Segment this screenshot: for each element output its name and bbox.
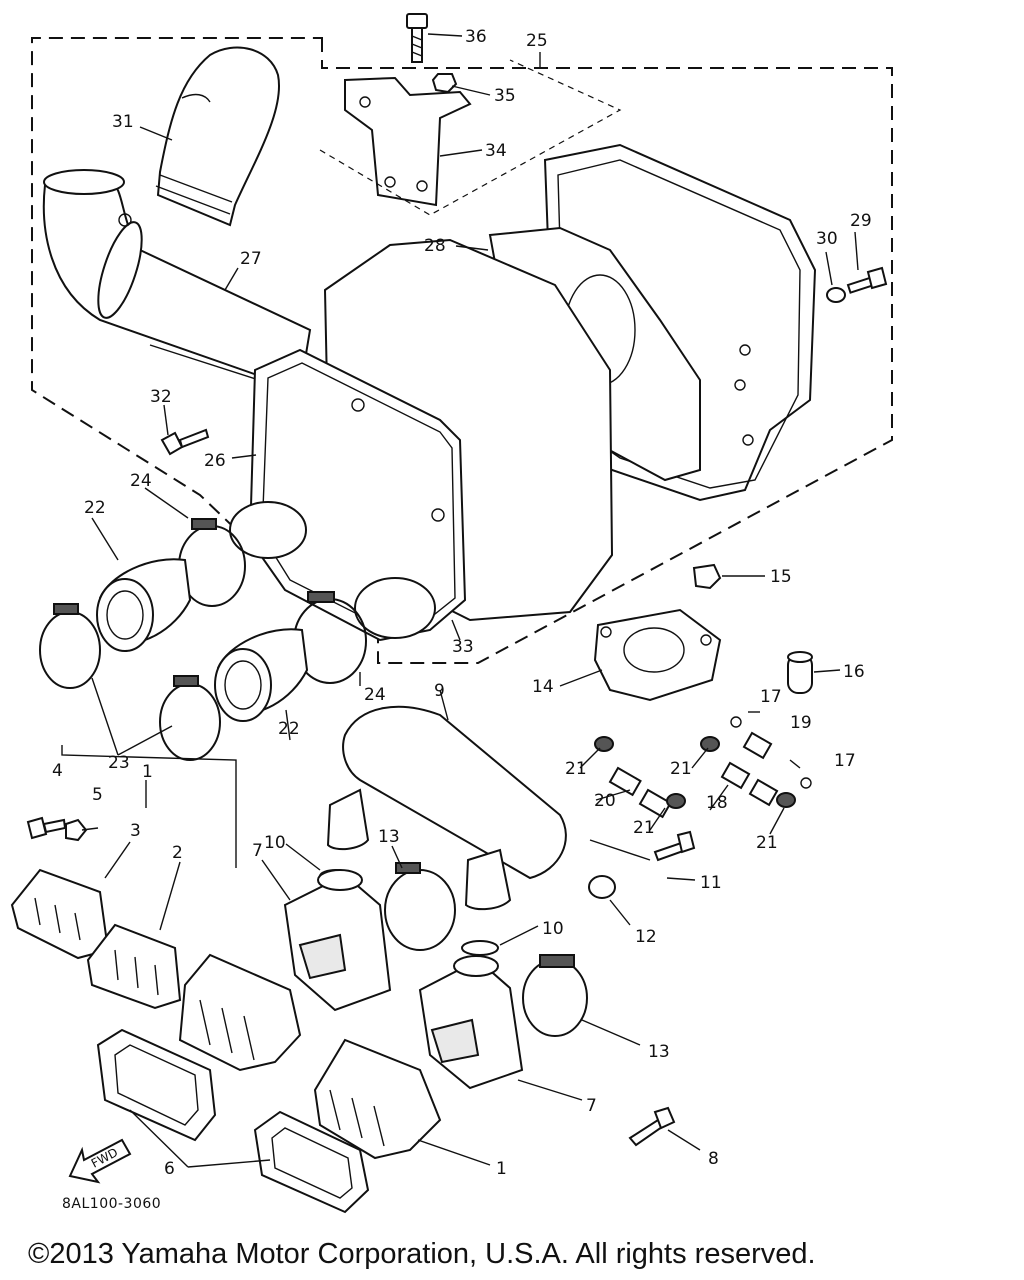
part-4-bolt xyxy=(26,816,67,840)
part-16-sleeve xyxy=(787,651,813,694)
part-32-bolt xyxy=(160,428,210,456)
callout-15: 15 xyxy=(770,567,792,587)
callout-5: 5 xyxy=(92,785,103,805)
callout-34: 34 xyxy=(485,141,507,161)
part-31-intake-duct xyxy=(155,46,281,227)
callout-16: 16 xyxy=(843,662,865,682)
callout-17b: 17 xyxy=(834,751,856,771)
part-23-clamp-lower xyxy=(159,675,221,761)
callout-9: 9 xyxy=(434,681,445,701)
part-6-gasket-lower xyxy=(253,1110,370,1214)
callout-32: 32 xyxy=(150,387,172,407)
callout-21c: 21 xyxy=(633,818,655,838)
part-29-bolt xyxy=(846,266,888,294)
part-12-grommet xyxy=(588,875,616,899)
callout-labels: 36 25 35 31 34 27 28 29 30 32 26 24 22 1… xyxy=(52,27,872,1179)
callout-17a: 17 xyxy=(760,687,782,707)
part-1-reed-valve-upper xyxy=(178,953,302,1072)
part-7-joint-lower xyxy=(418,955,524,1090)
callout-29: 29 xyxy=(850,211,872,231)
callout-28: 28 xyxy=(424,236,446,256)
leader-lines xyxy=(61,33,859,1168)
part-20-hose xyxy=(608,766,672,819)
copyright-notice: ©2013 Yamaha Motor Corporation, U.S.A. A… xyxy=(28,1238,816,1270)
callout-1b: 1 xyxy=(496,1159,507,1179)
callout-10b: 10 xyxy=(542,919,564,939)
callout-11: 11 xyxy=(700,873,722,893)
part-10-clip-lower xyxy=(461,940,499,956)
callout-31: 31 xyxy=(112,112,134,132)
part-18-hose xyxy=(720,761,779,807)
callout-24b: 24 xyxy=(364,685,386,705)
callout-19: 19 xyxy=(790,713,812,733)
part-22-boot-lower xyxy=(214,628,309,722)
drawing-code: 8AL100-3060 xyxy=(62,1196,162,1212)
callout-22b: 22 xyxy=(278,719,300,739)
part-13-clamp-lower xyxy=(522,954,588,1037)
callout-7a: 7 xyxy=(252,841,263,861)
callout-4: 4 xyxy=(52,761,63,781)
callout-6: 6 xyxy=(164,1159,175,1179)
callout-2: 2 xyxy=(172,843,183,863)
part-6-gasket-upper xyxy=(96,1028,217,1142)
part-21-clips xyxy=(594,736,796,809)
part-34-bracket xyxy=(344,76,472,207)
fwd-arrow-icon: FWD xyxy=(68,1138,132,1184)
part-22-boot-upper xyxy=(96,558,192,652)
part-35-nut xyxy=(431,73,458,94)
callout-8: 8 xyxy=(708,1149,719,1169)
callout-13a: 13 xyxy=(378,827,400,847)
exploded-parts-diagram: FWD xyxy=(10,13,893,1214)
part-27-intake-tube xyxy=(42,169,312,392)
part-13-clamp-upper xyxy=(384,862,456,951)
callout-33: 33 xyxy=(452,637,474,657)
callout-7b: 7 xyxy=(586,1096,597,1116)
part-14-oil-pump-plate xyxy=(593,608,722,702)
callout-13b: 13 xyxy=(648,1042,670,1062)
callout-24a: 24 xyxy=(130,471,152,491)
callout-22a: 22 xyxy=(84,498,106,518)
callout-10a: 10 xyxy=(264,833,286,853)
part-30-washer xyxy=(826,287,846,303)
part-3-reed xyxy=(10,868,110,960)
callout-21d: 21 xyxy=(756,833,778,853)
callout-27: 27 xyxy=(240,249,262,269)
callout-23: 23 xyxy=(108,753,130,773)
callout-3: 3 xyxy=(130,821,141,841)
part-8-bolt xyxy=(628,1106,676,1147)
callout-25: 25 xyxy=(526,31,548,51)
callout-36: 36 xyxy=(465,27,487,47)
part-1-reed-valve-lower xyxy=(313,1038,442,1160)
part-11-bolt xyxy=(653,830,696,862)
part-26-airbox xyxy=(229,238,614,642)
part-7-joint-upper xyxy=(283,869,392,1012)
part-36-bolt xyxy=(406,13,428,63)
part-5-washer xyxy=(65,818,88,842)
part-19-hose xyxy=(742,731,773,760)
callout-26: 26 xyxy=(204,451,226,471)
callout-1a: 1 xyxy=(142,762,153,782)
part-15-nut xyxy=(692,563,722,590)
part-9-chamber xyxy=(326,705,567,911)
callout-30: 30 xyxy=(816,229,838,249)
part-17-clips xyxy=(730,716,812,789)
part-2-reed xyxy=(86,923,182,1010)
callout-18: 18 xyxy=(706,793,728,813)
callout-14: 14 xyxy=(532,677,554,697)
callout-20: 20 xyxy=(594,791,616,811)
callout-21a: 21 xyxy=(565,759,587,779)
callout-12: 12 xyxy=(635,927,657,947)
callout-21b: 21 xyxy=(670,759,692,779)
part-23-clamp-upper xyxy=(39,603,101,689)
callout-35: 35 xyxy=(494,86,516,106)
